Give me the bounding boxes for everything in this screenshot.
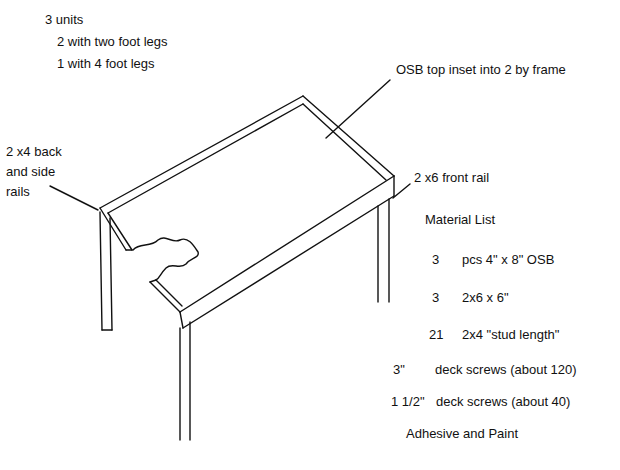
leg [180,322,190,440]
material-item: 21 [429,325,443,345]
rail-edge [180,176,394,312]
note-text: 1 with 4 foot legs [57,54,155,74]
break-line [133,238,198,280]
rail-end [150,280,156,282]
note-text: 2 x6 front rail [414,168,489,188]
rail-edge [183,196,394,328]
material-item: Adhesive and Paint [406,424,518,444]
material-item: pcs 4" x 8" OSB [462,250,554,270]
material-item: 1 1/2" [391,392,425,412]
back-rail [100,96,303,213]
leg [378,199,389,302]
note-text: OSB top inset into 2 by frame [396,60,566,80]
leader-line [50,186,98,210]
leg-edge [110,218,112,330]
leader-line [393,184,410,198]
rail-edge [108,213,132,250]
leg-edge [377,206,378,302]
leg [100,212,112,330]
material-item: 3 [432,288,439,308]
rail-end [126,249,132,250]
rail-edge [150,282,180,312]
leg-edge [100,212,102,330]
rail-edge [108,104,303,213]
note-text: 3 units [45,10,83,30]
rail-edge [303,104,386,180]
side-rail [100,208,182,312]
side-rail [303,96,394,180]
front-rail [180,176,394,328]
material-item: 3" [393,360,405,380]
leg-end [102,329,112,330]
material-item: Material List [425,210,495,230]
material-item: deck screws (about 40) [436,392,570,412]
rail-end [180,312,183,328]
material-item: deck screws (about 120) [435,360,577,380]
rail-edge [100,208,126,250]
rail-edge [303,96,394,176]
material-item: 3 [432,250,439,270]
leader-line [326,80,390,138]
rail-end [393,176,394,196]
rail-edge [156,280,182,306]
leg-edge [388,199,389,302]
material-item: 2x4 "stud length" [462,325,559,345]
part-label: 2 x4 back and side rails [6,142,65,202]
leg-edge [179,328,180,440]
rail-edge [100,96,303,208]
note-text: 2 with two foot legs [57,32,168,52]
leg-edge [189,322,190,440]
material-item: 2x6 x 6" [462,288,509,308]
